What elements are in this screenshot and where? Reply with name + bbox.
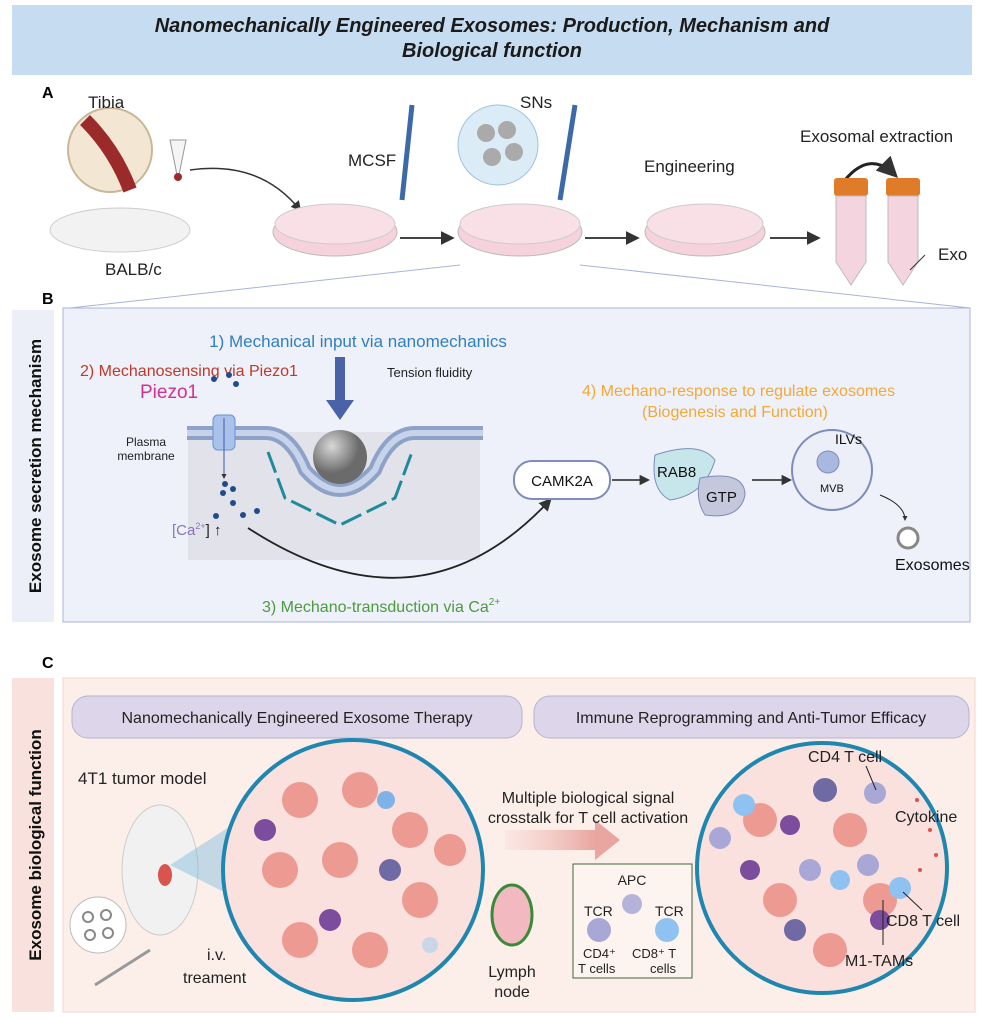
plasma-label-2: membrane xyxy=(117,449,175,463)
force-arrow-icon xyxy=(326,400,354,420)
mouse-label: BALB/c xyxy=(105,260,162,279)
petri-dish-2 xyxy=(457,203,583,257)
tension-fluidity-label: Tension fluidity xyxy=(387,365,473,380)
panel-b: B Exosome secretion mechanism 1) Mechani… xyxy=(12,291,971,623)
tube-icon xyxy=(169,139,187,181)
panel-c-side-label: Exosome biological function xyxy=(26,729,45,960)
cd8-cells-label-2: cells xyxy=(650,961,677,976)
lymph-label-1: Lymph xyxy=(488,964,535,981)
exo-label: Exo xyxy=(938,245,967,264)
efficacy-pill-label: Immune Reprogramming and Anti-Tumor Effi… xyxy=(576,710,926,727)
step4-label-1: 4) Mechano-response to regulate exosomes xyxy=(582,383,895,400)
cd4-cells-label-2: T cells xyxy=(578,961,616,976)
ilvs-label: ILVs xyxy=(835,431,862,447)
calcium-level-label: [Ca2+] ↑ xyxy=(172,521,221,539)
title-line-2: Biological function xyxy=(402,40,582,62)
step1-label: 1) Mechanical input via nanomechanics xyxy=(209,332,507,351)
gtp-node xyxy=(697,475,746,517)
activation-arrow xyxy=(595,820,620,860)
petri-dish-1 xyxy=(272,203,398,257)
camk2a-node xyxy=(513,460,611,500)
pipette-icon-2 xyxy=(557,104,578,201)
camk2a-label: CAMK2A xyxy=(531,473,593,490)
nanoparticle-sphere-icon xyxy=(313,430,367,484)
cd4-cell-icon xyxy=(587,918,611,942)
mvb-label: MVB xyxy=(820,483,844,495)
rab8-label: RAB8 xyxy=(657,464,696,481)
therapy-pill xyxy=(71,695,523,739)
step2-label: 2) Mechanosensing via Piezo1 xyxy=(80,363,298,380)
panel-a: A Tibia BALB/c MCSF SNs Engineering Exos… xyxy=(42,85,971,309)
gtp-label: GTP xyxy=(706,489,737,506)
marrow-icon xyxy=(80,115,137,193)
iv-label-2: treament xyxy=(183,970,247,987)
tumor-cells-before xyxy=(254,772,466,968)
panel-a-letter: A xyxy=(42,85,54,102)
engineering-label: Engineering xyxy=(644,157,735,176)
signal-label-2: crosstalk for T cell activation xyxy=(488,810,688,827)
cd4-tcell-label: CD4 T cell xyxy=(808,749,882,766)
step4-label-2: (Biogenesis and Function) xyxy=(642,404,828,421)
cytokine-label: Cytokine xyxy=(895,809,957,826)
panel-b-letter: B xyxy=(42,291,54,308)
efficacy-pill xyxy=(533,695,970,739)
centrifuge-tube-1 xyxy=(834,178,868,286)
tcr-right-label: TCR xyxy=(655,903,684,919)
panel-b-side-band xyxy=(12,310,54,622)
step3-label: 3) Mechano-transduction via Ca2+ xyxy=(262,597,500,616)
centrifuge-tube-2 xyxy=(886,178,920,286)
pipette-icon xyxy=(399,104,415,201)
apc-label: APC xyxy=(618,872,647,888)
cd8-cells-label-1: CD8⁺ T xyxy=(632,946,676,961)
iv-label-1: i.v. xyxy=(207,947,226,964)
panel-c-letter: C xyxy=(42,655,54,672)
petri-dish-3 xyxy=(644,203,766,257)
transduction-arrow xyxy=(247,498,552,579)
piezo1-label: Piezo1 xyxy=(140,382,198,403)
cd4-cells-label-1: CD4⁺ xyxy=(583,946,616,961)
cd8-tcell-label: CD8 T cell xyxy=(886,913,960,930)
syringe-icon xyxy=(94,948,151,987)
tcr-left-label: TCR xyxy=(584,903,613,919)
tibia-label: Tibia xyxy=(88,93,125,112)
exosomes-label: Exosomes xyxy=(895,557,970,574)
mouse-icon xyxy=(49,207,191,253)
cd8-cell-icon xyxy=(655,918,679,942)
exosome-dose-icon xyxy=(69,896,127,954)
mcsf-label: MCSF xyxy=(348,151,396,170)
tumor-model-label: 4T1 tumor model xyxy=(78,769,207,788)
sns-label: SNs xyxy=(520,93,552,112)
panel-c-side-band xyxy=(12,678,54,1012)
therapy-pill-label: Nanomechanically Engineered Exosome Ther… xyxy=(121,710,472,727)
m1-tams-label: M1-TAMs xyxy=(845,953,913,970)
exosomal-extraction-label: Exosomal extraction xyxy=(800,127,953,146)
cytoskeleton-icon xyxy=(266,451,414,527)
immune-cells-after xyxy=(709,778,938,967)
apc-icon xyxy=(622,894,642,914)
signal-label-1: Multiple biological signal xyxy=(502,790,675,807)
title-line-1: Nanomechanically Engineered Exosomes: Pr… xyxy=(155,15,830,37)
title-banner: Nanomechanically Engineered Exosomes: Pr… xyxy=(12,5,972,75)
exosome-icon xyxy=(896,526,920,550)
panel-b-side-label: Exosome secretion mechanism xyxy=(26,339,45,593)
plasma-label-1: Plasma xyxy=(126,435,166,449)
panel-c: C Exosome biological function Nanomechan… xyxy=(12,655,976,1013)
lymph-node-icon xyxy=(490,883,534,947)
lymph-label-2: node xyxy=(494,984,530,1001)
calcium-ions-icon xyxy=(211,372,260,519)
sns-nanoparticles-icon xyxy=(457,104,539,186)
